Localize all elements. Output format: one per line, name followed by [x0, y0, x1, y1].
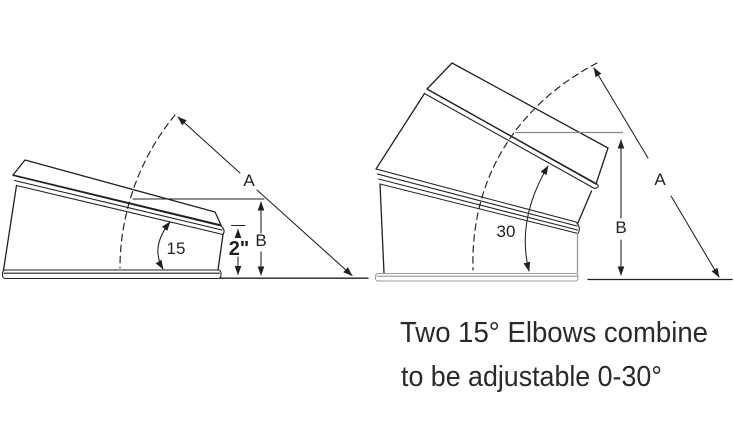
right-dim-a-line-lower [670, 195, 720, 278]
right-elbow-base-flange [374, 272, 579, 282]
caption: Two 15° Elbows combine to be adjustable … [400, 317, 708, 393]
left-angle-label: 15 [167, 239, 186, 258]
right-elbow-lower-body-left-edge [379, 183, 385, 274]
left-angle-arc [155, 221, 171, 270]
left-dim-a-line-lower [256, 189, 353, 277]
right-elbow-figure: 30 A B [374, 62, 733, 282]
left-slant-label: A [243, 171, 255, 190]
left-elbow-lower-body-right-edge [217, 233, 224, 271]
left-rise-label: 2" [229, 238, 250, 260]
left-swing-arc-dashed [119, 114, 176, 269]
right-elbow-middle-left-edge [375, 92, 426, 170]
left-elbow-base-flange [1, 269, 222, 280]
caption-line-2: to be adjustable 0-30° [401, 361, 662, 393]
right-slant-label: A [654, 170, 666, 189]
left-dim-a-line-upper [177, 116, 241, 174]
right-angle-arc [523, 165, 549, 272]
right-height-label: B [615, 218, 626, 237]
left-elbow-lower-body-left-edge [2, 184, 18, 271]
left-elbow-upper-section [12, 159, 222, 226]
right-dim-a-line-upper [593, 67, 649, 159]
right-elbow-middle-right-edge [576, 190, 593, 225]
right-angle-label: 30 [497, 222, 516, 241]
left-height-label: B [255, 231, 266, 250]
left-elbow-crimp-band [12, 174, 225, 236]
caption-line-1: Two 15° Elbows combine [400, 317, 708, 349]
left-elbow-figure: 15 2" A B [1, 114, 369, 280]
